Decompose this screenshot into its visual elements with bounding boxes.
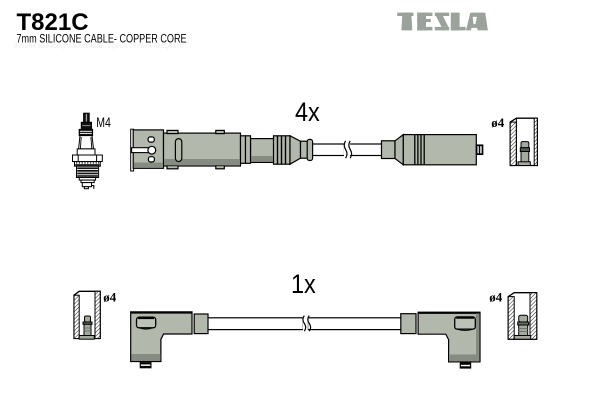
svg-text:ø4: ø4 [489,289,503,304]
svg-text:T821C: T821C [17,9,89,36]
svg-text:7mm SILICONE CABLE- COPPER COR: 7mm SILICONE CABLE- COPPER CORE [17,32,187,46]
svg-text:BAVOHA MABNOPQ SGHLKCABNE- PQB: BAVOHA MABNOPQ SGHLKCABNE- PQBCD TUVWXY … [14,44,184,51]
svg-text:1x: 1x [291,270,316,300]
svg-text:M4: M4 [96,115,111,131]
svg-text:ø4: ø4 [491,115,505,130]
svg-text:ø4: ø4 [103,290,117,305]
svg-text:4x: 4x [295,98,320,128]
